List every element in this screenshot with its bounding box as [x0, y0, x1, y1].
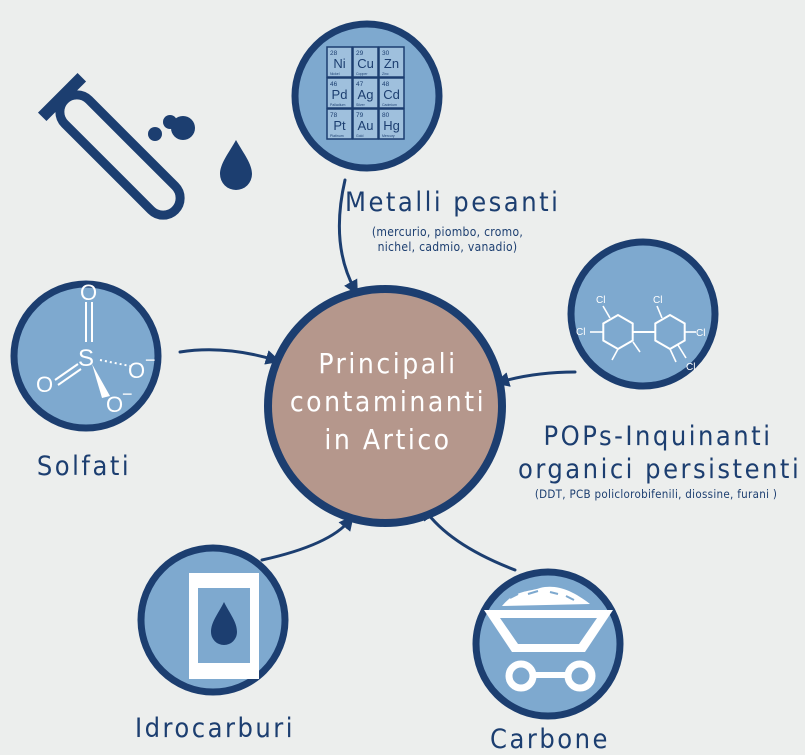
- atom-s: S: [78, 345, 94, 372]
- idrocarburi-title: Idrocarburi: [134, 713, 296, 744]
- chlorine-atom-label: Cl: [596, 295, 605, 306]
- element-number: 47: [356, 81, 364, 88]
- node-metalli: 28NiNickel29CuCopper30ZnZinc46PdPalladiu…: [291, 20, 443, 172]
- element-name: Palladium: [330, 103, 345, 107]
- center-title-line: in Artico: [324, 423, 452, 456]
- node-solfati: O S O O − O −: [10, 280, 162, 432]
- connector-solfati: [178, 348, 281, 365]
- center-node: [264, 285, 506, 527]
- connector-pops: [494, 370, 577, 387]
- pops-title-line2: organici persistenti: [518, 454, 802, 485]
- connector-idrocarburi: [260, 515, 354, 562]
- element-name: Cadmium: [382, 103, 397, 107]
- element-number: 46: [330, 81, 338, 88]
- metalli-detail-line: (mercurio, piombo, cromo,: [371, 225, 524, 239]
- element-name: Gold: [356, 134, 363, 138]
- atom-o-minus: O: [106, 392, 123, 417]
- connector-carbone: [421, 505, 517, 572]
- element-symbol: Pd: [332, 87, 348, 102]
- oil-barrel-icon: [189, 573, 259, 679]
- node-idrocarburi: [137, 544, 289, 696]
- carbone-title: Carbone: [490, 724, 610, 755]
- metalli-detail: (mercurio, piombo, cromo, nichel, cadmio…: [345, 225, 550, 255]
- element-number: 78: [330, 112, 338, 119]
- sulfate-molecule-icon: [54, 302, 131, 398]
- element-name: Platinum: [330, 134, 344, 138]
- metalli-detail-line: nichel, cadmio, vanadio): [377, 240, 518, 254]
- atom-o: O: [36, 372, 53, 397]
- element-number: 79: [356, 112, 364, 119]
- element-name: Silver: [356, 103, 366, 107]
- chlorine-atom-label: Cl: [686, 362, 695, 373]
- atom-o-minus: O: [128, 358, 145, 383]
- element-symbol: Pt: [333, 118, 346, 133]
- pops-title-line1: POPs-Inquinanti: [543, 421, 773, 452]
- pops-detail: (DDT, PCB policlorobifenili, diossine, f…: [534, 487, 778, 501]
- element-name: Copper: [356, 72, 368, 76]
- chlorine-atom-label: Cl: [576, 327, 585, 338]
- solfati-title: Solfati: [36, 451, 132, 482]
- charge-minus: −: [145, 350, 156, 370]
- charge-minus: −: [122, 384, 133, 404]
- metalli-title: Metalli pesanti: [345, 187, 561, 218]
- test-tube-icon: [37, 72, 252, 220]
- center-title: Principali contaminanti in Artico: [273, 345, 503, 459]
- element-number: 80: [382, 112, 390, 119]
- center-title-line: Principali: [318, 347, 458, 380]
- element-name: Mercury: [382, 134, 395, 138]
- connector-metalli: [337, 178, 358, 296]
- element-number: 29: [356, 50, 364, 57]
- chlorine-atom-label: Cl: [653, 295, 662, 306]
- element-symbol: Ag: [358, 87, 374, 102]
- element-name: Nickel: [330, 72, 340, 76]
- node-carbone: [472, 568, 624, 720]
- element-symbol: Cd: [383, 87, 400, 102]
- element-symbol: Ni: [333, 56, 345, 71]
- coal-mine-cart-icon: [484, 586, 613, 692]
- element-symbol: Zn: [384, 56, 399, 71]
- element-symbol: Cu: [357, 56, 374, 71]
- element-symbol: Au: [358, 118, 374, 133]
- atom-o: O: [80, 280, 97, 305]
- element-symbol: Hg: [383, 118, 400, 133]
- periodic-table-icon: 28NiNickel29CuCopper30ZnZinc46PdPalladiu…: [326, 46, 405, 140]
- element-number: 48: [382, 81, 390, 88]
- element-name: Zinc: [382, 72, 389, 76]
- center-title-line: contaminanti: [289, 385, 487, 418]
- chlorine-atom-label: Cl: [696, 328, 705, 339]
- element-number: 30: [382, 50, 390, 57]
- element-number: 28: [330, 50, 338, 57]
